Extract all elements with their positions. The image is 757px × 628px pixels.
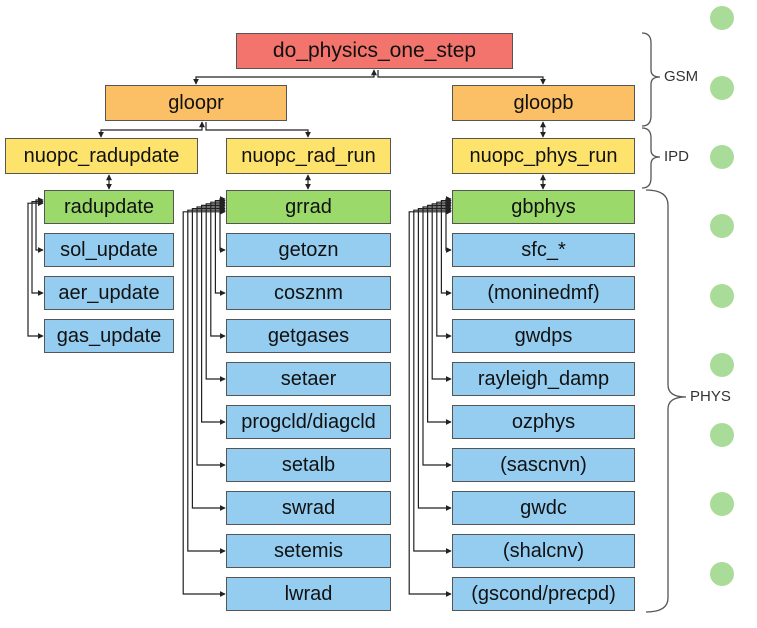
decor-dot (710, 353, 734, 377)
node-radupdate: radupdate (44, 190, 174, 224)
decor-dot (710, 6, 734, 30)
decor-dot (710, 423, 734, 447)
node-sascnvn: (sascnvn) (452, 448, 635, 482)
node-nuopc-rad-run: nuopc_rad_run (226, 138, 391, 174)
node-setalb: setalb (226, 448, 391, 482)
node-progcld-diagcld: progcld/diagcld (226, 405, 391, 439)
node-sfc: sfc_* (452, 233, 635, 267)
connector-lines (27, 69, 546, 597)
node-moninedmf: (moninedmf) (452, 276, 635, 310)
connector-arrow (205, 122, 311, 138)
connector-arrow (187, 207, 226, 554)
connector-arrow (201, 202, 226, 425)
node-shalcnv: (shalcnv) (452, 534, 635, 568)
connector-arrow (35, 197, 44, 253)
decor-dot (710, 76, 734, 100)
node-grrad: grrad (226, 190, 391, 224)
connector-arrow (191, 205, 226, 511)
node-gwdps: gwdps (452, 319, 635, 353)
phys-brace (645, 189, 687, 613)
bracket-label-ipd: IPD (664, 148, 690, 165)
connector-arrow (436, 199, 452, 339)
connector-arrow (431, 200, 452, 382)
decor-dot (710, 492, 734, 516)
node-gloopr: gloopr (105, 85, 287, 121)
node-gloopb: gloopb (452, 85, 635, 121)
node-getgases: getgases (226, 319, 391, 353)
bracket-label-phys: PHYS (690, 388, 731, 405)
node-cosznm: cosznm (226, 276, 391, 310)
connector-arrow (377, 70, 546, 85)
node-do-physics-one-step: do_physics_one_step (236, 33, 513, 69)
connector-arrow (98, 121, 205, 138)
node-ozphys: ozphys (452, 405, 635, 439)
connector-arrow (427, 202, 452, 425)
node-rayleigh-damp: rayleigh_damp (452, 362, 635, 396)
node-sol-update: sol_update (44, 233, 174, 267)
decor-dot (710, 284, 734, 308)
connector-arrow (31, 198, 44, 296)
connector-arrow (422, 204, 452, 468)
node-swrad: swrad (226, 491, 391, 525)
node-aer-update: aer_update (44, 276, 174, 310)
node-setaer: setaer (226, 362, 391, 396)
connector-arrow (210, 199, 226, 339)
connector-arrow (27, 200, 44, 339)
ipd-brace (641, 127, 661, 189)
node-lwrad: lwrad (226, 577, 391, 611)
connector-arrow (408, 208, 452, 597)
node-getozn: getozn (226, 233, 391, 267)
decor-dot (710, 562, 734, 586)
connector-arrow (417, 205, 452, 511)
node-setemis: setemis (226, 534, 391, 568)
connector-arrow (413, 207, 452, 554)
node-nuopc-radupdate: nuopc_radupdate (5, 138, 198, 174)
connector-arrow (193, 69, 377, 85)
node-gbphys: gbphys (452, 190, 635, 224)
connector-arrow (182, 208, 226, 597)
decor-dot (710, 145, 734, 169)
brace-lines (641, 32, 687, 613)
bracket-label-gsm: GSM (664, 68, 699, 85)
decor-dot (710, 214, 734, 238)
node-gwdc: gwdc (452, 491, 635, 525)
connector-arrow (196, 204, 226, 468)
connector-arrow (205, 200, 226, 382)
node-gscond-precpd: (gscond/precpd) (452, 577, 635, 611)
node-nuopc-phys-run: nuopc_phys_run (452, 138, 635, 174)
node-gas-update: gas_update (44, 319, 174, 353)
gsm-brace (641, 32, 661, 127)
